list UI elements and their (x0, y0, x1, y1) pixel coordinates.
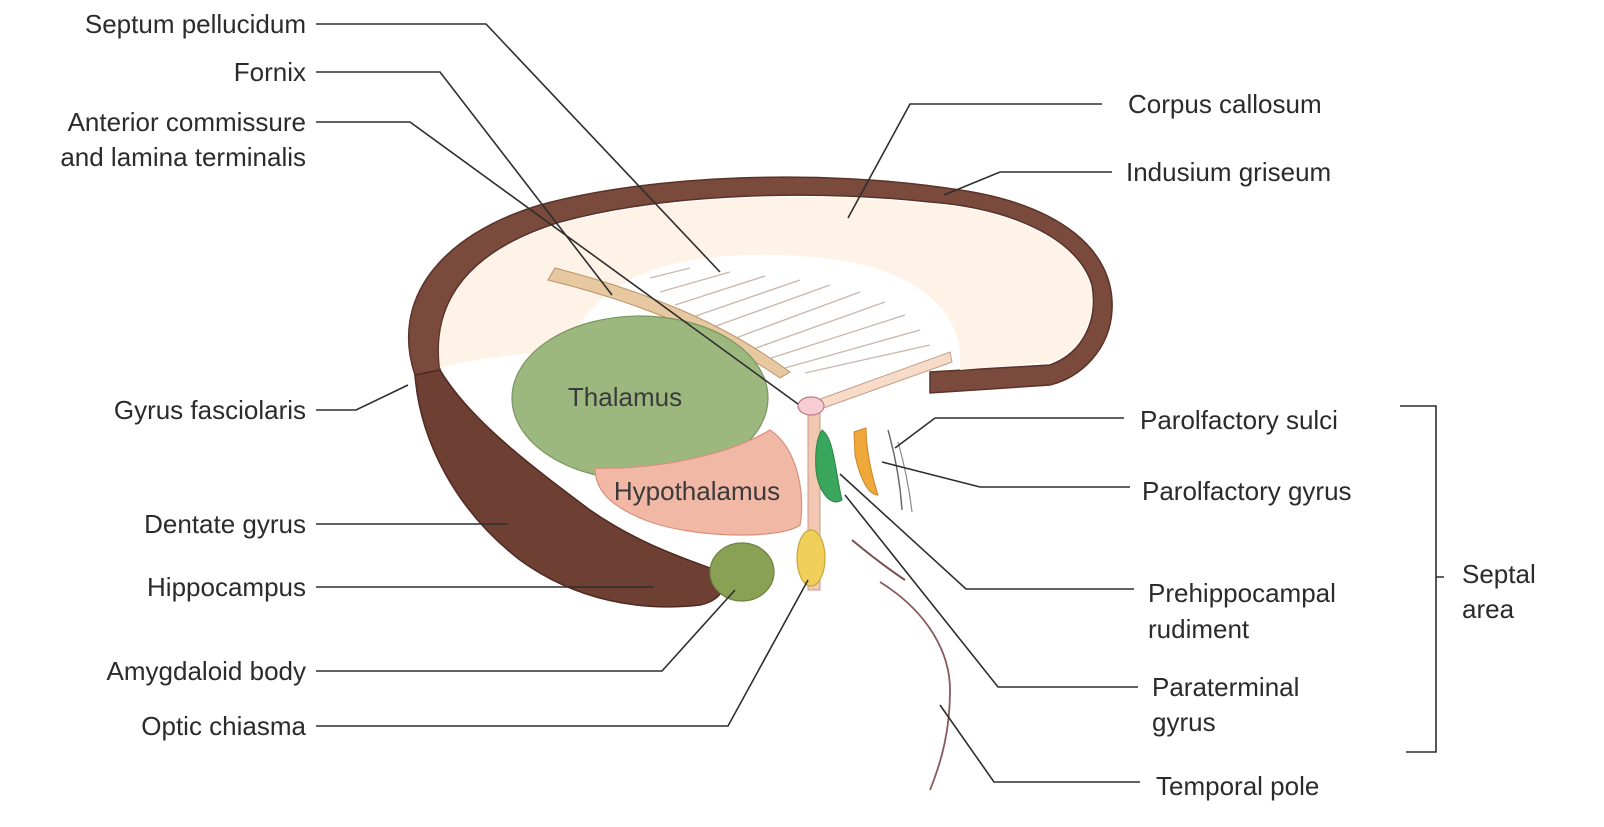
septal-area-bracket (1400, 406, 1444, 752)
label-paraterminal-line1: Paraterminal (1152, 672, 1299, 702)
leader-optic-chiasma (316, 580, 808, 726)
label-anterior-commissure-line1: Anterior commissure (68, 107, 306, 137)
optic-chiasma-shape (797, 530, 825, 586)
label-septal-area-line1: Septal (1462, 559, 1536, 589)
label-septal-area-line2: area (1462, 594, 1515, 624)
leader-prehippocampal-rudiment (840, 474, 1134, 589)
label-thalamus: Thalamus (568, 382, 682, 412)
label-dentate-gyrus: Dentate gyrus (144, 509, 306, 539)
label-prehippocampal-line2: rudiment (1148, 614, 1250, 644)
label-gyrus-fasciolaris: Gyrus fasciolaris (114, 395, 306, 425)
label-prehippocampal-line1: Prehippocampal (1148, 578, 1336, 608)
label-paraterminal-line2: gyrus (1152, 707, 1216, 737)
label-corpus-callosum: Corpus callosum (1128, 89, 1322, 119)
label-temporal-pole: Temporal pole (1156, 771, 1319, 801)
label-septum-pellucidum: Septum pellucidum (85, 9, 306, 39)
parolfactory-sulci-lines (888, 430, 902, 510)
label-amygdaloid-body: Amygdaloid body (107, 656, 306, 686)
label-hippocampus: Hippocampus (147, 572, 306, 602)
leader-temporal-pole (940, 705, 1140, 782)
amygdaloid-body-shape (710, 543, 774, 601)
label-optic-chiasma: Optic chiasma (141, 711, 306, 741)
leader-paraterminal-gyrus (845, 495, 1138, 687)
label-hypothalamus: Hypothalamus (614, 476, 780, 506)
parolfactory-gyrus-shape (854, 428, 878, 495)
label-parolfactory-sulci: Parolfactory sulci (1140, 405, 1338, 435)
label-parolfactory-gyrus: Parolfactory gyrus (1142, 476, 1352, 506)
leader-gyrus-fasciolaris (316, 385, 408, 410)
anterior-commissure-shape (798, 397, 824, 415)
leader-parolfactory-gyrus (882, 462, 1130, 487)
label-indusium-griseum: Indusium griseum (1126, 157, 1331, 187)
label-fornix: Fornix (234, 57, 306, 87)
leader-parolfactory-sulci (895, 418, 1124, 448)
label-anterior-commissure-line2: and lamina terminalis (60, 142, 306, 172)
